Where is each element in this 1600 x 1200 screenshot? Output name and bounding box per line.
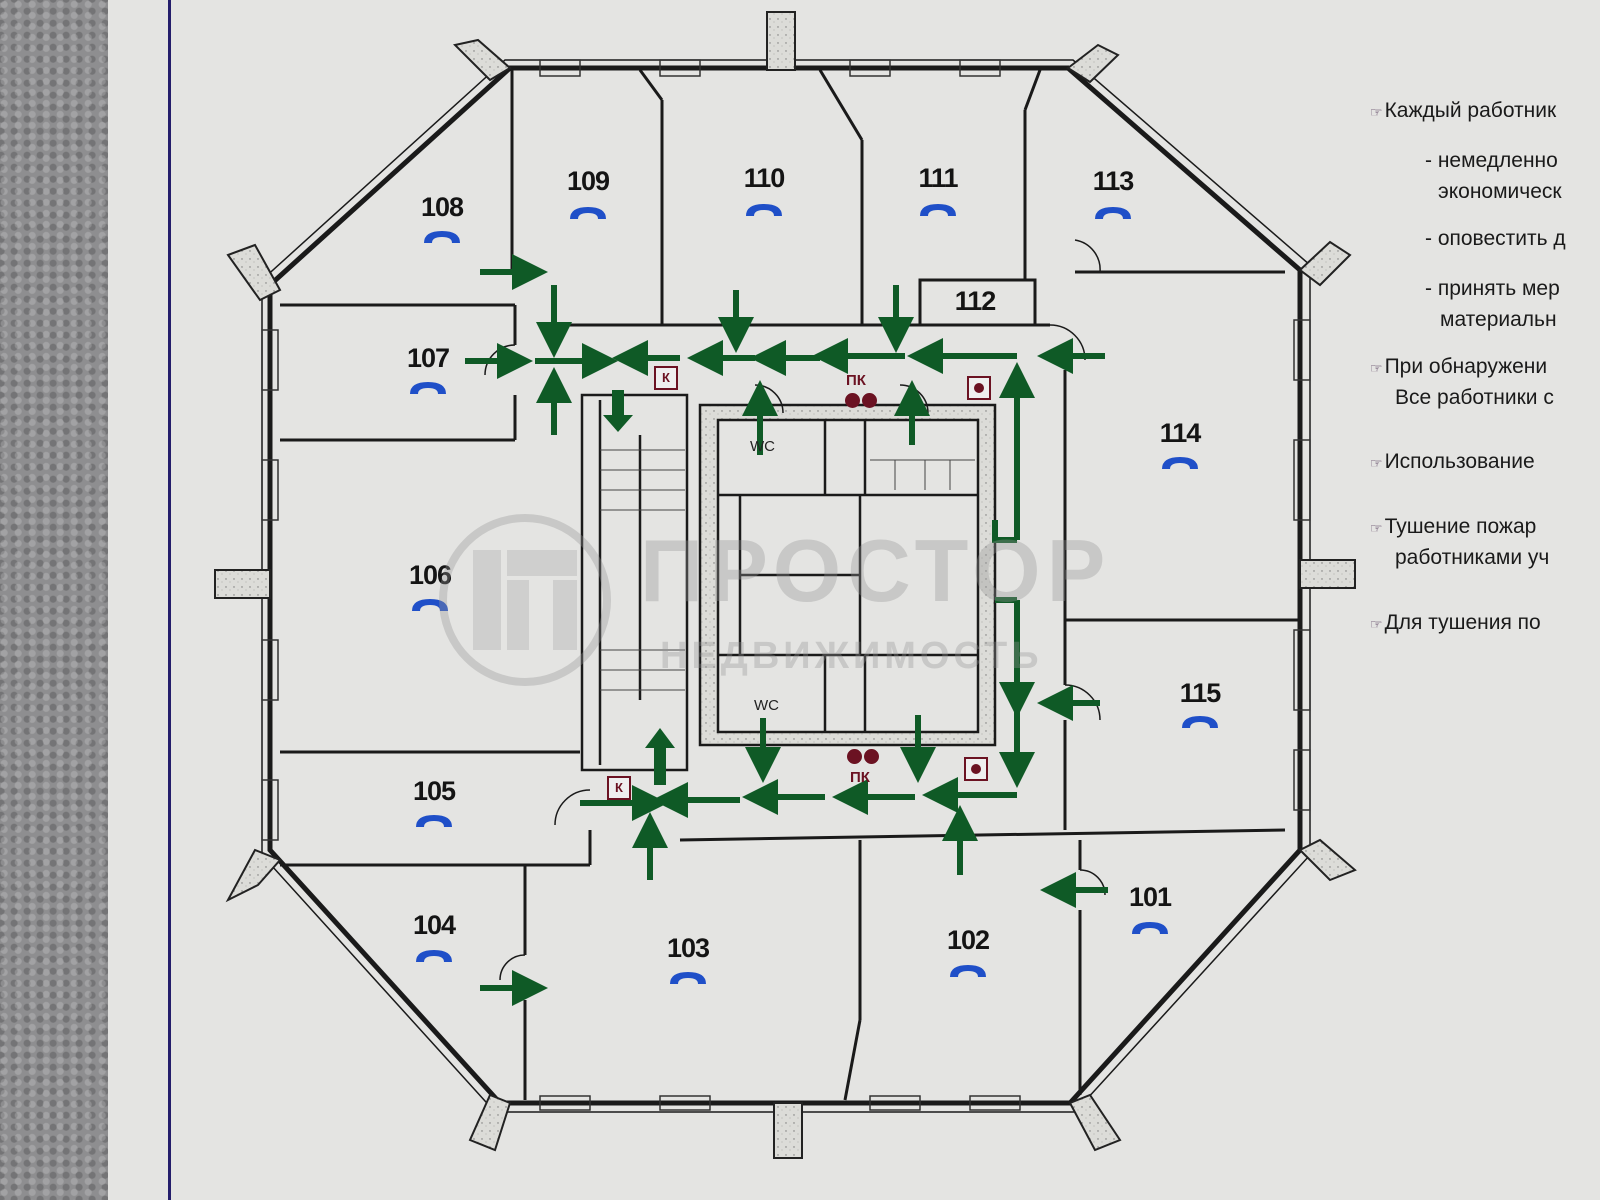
phone-icon — [416, 950, 452, 962]
note-line: - принять мер — [1425, 277, 1560, 300]
note-line: ☞Каждый работник — [1370, 99, 1557, 122]
room-number: 107 — [406, 343, 450, 373]
watermark-logo-icon — [439, 514, 611, 686]
fire-alarm-icon — [967, 376, 991, 400]
room-number: 105 — [412, 776, 456, 806]
hydrant-label: ПК — [850, 769, 870, 786]
margin-line — [168, 0, 171, 1200]
phone-icon — [424, 231, 460, 243]
fire-hydrant-icon — [847, 749, 881, 765]
evacuation-arrows — [465, 254, 1108, 1006]
note-line: работниками уч — [1395, 546, 1550, 569]
room-number: 114 — [1159, 418, 1202, 448]
phone-icon — [746, 204, 782, 216]
fire-extinguisher-k-icon: К — [607, 776, 631, 800]
note-line: - оповестить д — [1425, 227, 1566, 250]
phone-icon — [410, 382, 446, 394]
watermark-title: ПРОСТОР — [640, 521, 1112, 620]
note-line: ☞Для тушения по — [1370, 611, 1541, 634]
watermark-subtitle: НЕДВИЖИМОСТЬ — [660, 635, 1043, 677]
phone-icon — [1132, 922, 1168, 934]
room-number: 115 — [1179, 678, 1222, 708]
central-core — [580, 393, 997, 772]
phone-icon — [570, 207, 606, 219]
pointing-hand-icon: ☞ — [1370, 520, 1383, 536]
fire-alarm-icon — [964, 757, 988, 781]
pointing-hand-icon: ☞ — [1370, 455, 1383, 471]
room-number: 104 — [412, 910, 456, 940]
phone-icon — [950, 965, 986, 977]
note-line: ☞Использование — [1370, 450, 1535, 473]
wc-label: WC — [750, 438, 775, 455]
phone-icon — [416, 815, 452, 827]
room-number: 112 — [954, 286, 997, 316]
pointing-hand-icon: ☞ — [1370, 360, 1383, 376]
note-line: экономическ — [1438, 180, 1562, 203]
room-number: 108 — [420, 192, 464, 222]
phone-icon — [1182, 716, 1218, 728]
phone-icon — [1095, 207, 1131, 219]
room-number: 102 — [946, 925, 990, 955]
partitions — [280, 69, 1300, 1101]
note-line: ☞При обнаружени — [1370, 355, 1548, 378]
fire-extinguisher-k-icon: К — [654, 366, 678, 390]
phone-icon — [412, 599, 448, 611]
room-number: 110 — [743, 163, 786, 193]
wc-label: WC — [754, 697, 779, 714]
note-line: - немедленно — [1425, 149, 1558, 172]
note-line: Все работники с — [1395, 386, 1554, 409]
columns — [214, 11, 1357, 1159]
phone-icon — [670, 972, 706, 984]
room-number: 109 — [566, 166, 610, 196]
phone-icon — [1162, 457, 1198, 469]
pointing-hand-icon: ☞ — [1370, 616, 1383, 632]
textured-wall-background — [0, 0, 110, 1200]
note-line: ☞Тушение пожар — [1370, 515, 1537, 538]
safety-instructions: ☞Каждый работник - немедленно экономичес… — [1370, 95, 1600, 655]
phone-icon — [920, 204, 956, 216]
pointing-hand-icon: ☞ — [1370, 104, 1383, 120]
fire-hydrant-icon — [845, 393, 879, 409]
room-number: 111 — [918, 163, 958, 193]
room-number: 101 — [1128, 882, 1172, 912]
note-line: материальн — [1440, 308, 1557, 331]
hydrant-label: ПК — [846, 372, 866, 389]
room-number: 106 — [408, 560, 452, 590]
room-number: 103 — [666, 933, 710, 963]
room-number: 113 — [1092, 166, 1135, 196]
